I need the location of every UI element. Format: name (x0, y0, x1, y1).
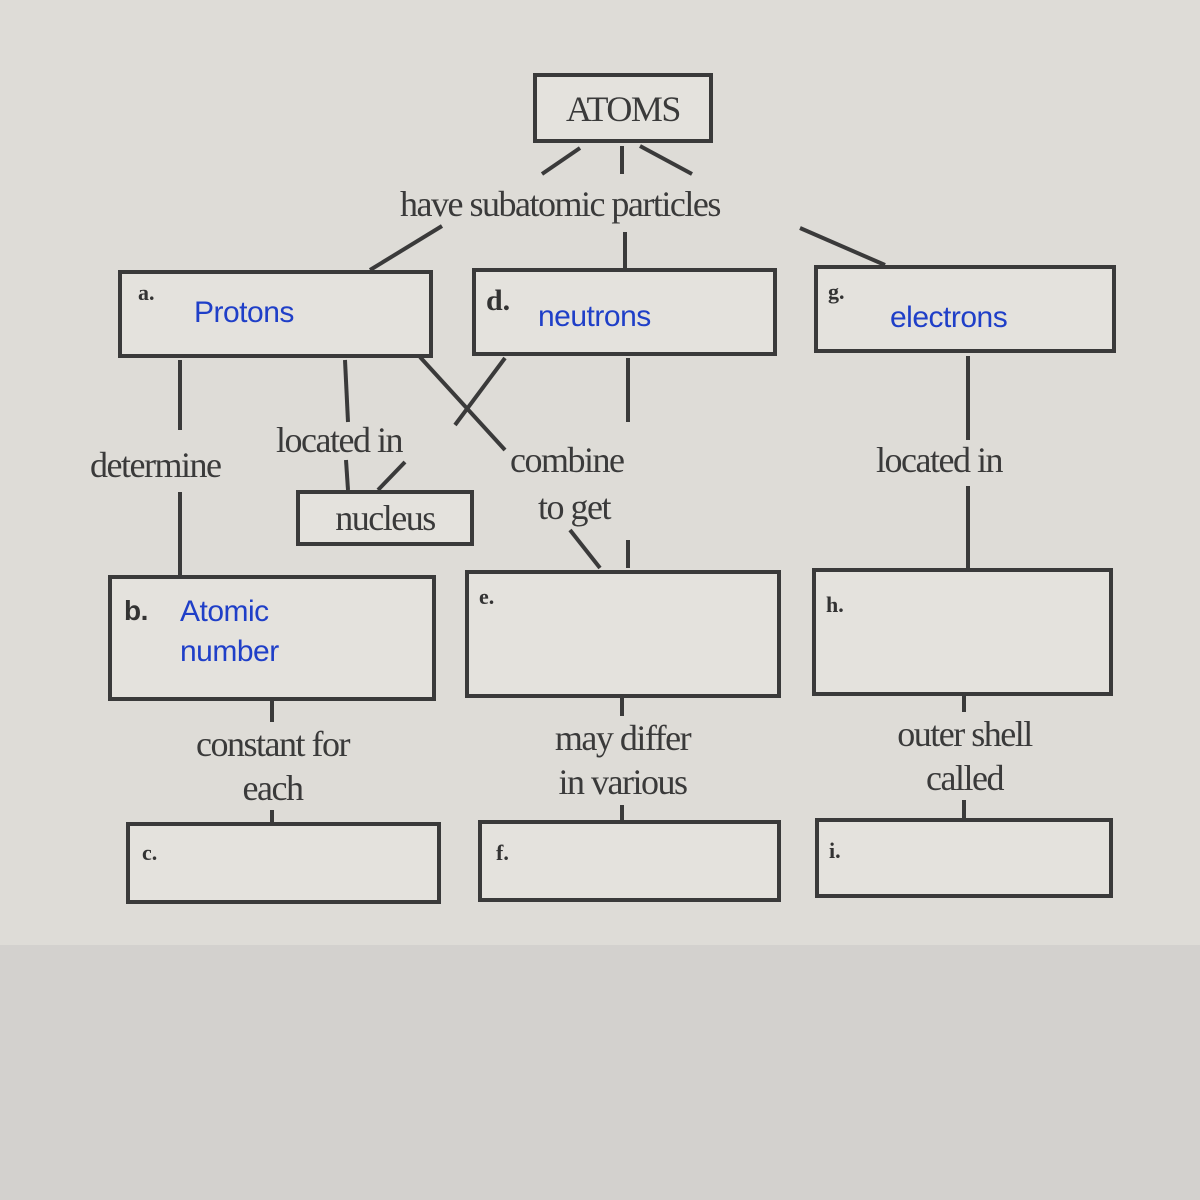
connector (343, 359, 350, 423)
box-label: g. (828, 279, 845, 304)
link-line: constant for (196, 724, 350, 764)
box-label: a. (138, 280, 155, 305)
box-label: c. (142, 840, 158, 865)
connector (376, 460, 407, 492)
box-h[interactable]: h. (812, 568, 1113, 696)
box-d-neutrons[interactable]: d. neutrons (472, 268, 777, 356)
link-located-in-shells: located in (876, 440, 1003, 480)
box-label: f. (496, 840, 509, 865)
link-may-differ: may differ in various (510, 716, 735, 804)
link-constant-for-each: constant for each (160, 722, 385, 810)
box-f[interactable]: f. (478, 820, 781, 902)
connector (540, 146, 582, 176)
worksheet (0, 0, 1200, 945)
box-label: d. (486, 284, 511, 317)
connector (639, 144, 693, 176)
box-label: i. (829, 838, 841, 863)
box-b-atomic-number[interactable]: b. Atomic number (108, 575, 436, 701)
box-g-electrons[interactable]: g. electrons (814, 265, 1116, 353)
connector (568, 528, 602, 570)
nucleus-label: nucleus (335, 498, 436, 538)
answer-neutrons: neutrons (538, 300, 651, 333)
link-have-subatomic-particles: have subatomic particles (400, 184, 721, 224)
link-determine: determine (90, 445, 222, 485)
connector (453, 356, 507, 427)
connector (799, 226, 886, 267)
atoms-label: ATOMS (566, 89, 681, 129)
box-label: b. (124, 595, 148, 626)
link-line: each (242, 768, 304, 808)
screen-background (0, 945, 1200, 1200)
answer-atomic: Atomic (180, 595, 269, 628)
box-label: h. (826, 592, 844, 617)
link-combine: combine (510, 440, 625, 480)
link-line: outer shell (897, 714, 1033, 754)
nucleus-box: nucleus (296, 490, 474, 546)
box-i[interactable]: i. (815, 818, 1113, 898)
box-label: e. (479, 584, 495, 609)
answer-protons: Protons (194, 296, 294, 329)
connector (344, 459, 350, 491)
link-outer-shell: outer shell called (852, 712, 1077, 800)
link-located-in-nucleus: located in (276, 420, 403, 460)
box-c[interactable]: c. (126, 822, 441, 904)
link-line: called (926, 758, 1004, 798)
connector (418, 355, 507, 452)
connector (368, 224, 444, 272)
answer-electrons: electrons (890, 301, 1008, 334)
atoms-box: ATOMS (533, 73, 713, 143)
link-to-get: to get (538, 487, 611, 527)
box-e[interactable]: e. (465, 570, 781, 698)
box-a-protons[interactable]: a. Protons (118, 270, 433, 358)
answer-number: number (180, 635, 279, 668)
link-line: may differ (554, 718, 692, 758)
link-line: in various (558, 762, 688, 802)
